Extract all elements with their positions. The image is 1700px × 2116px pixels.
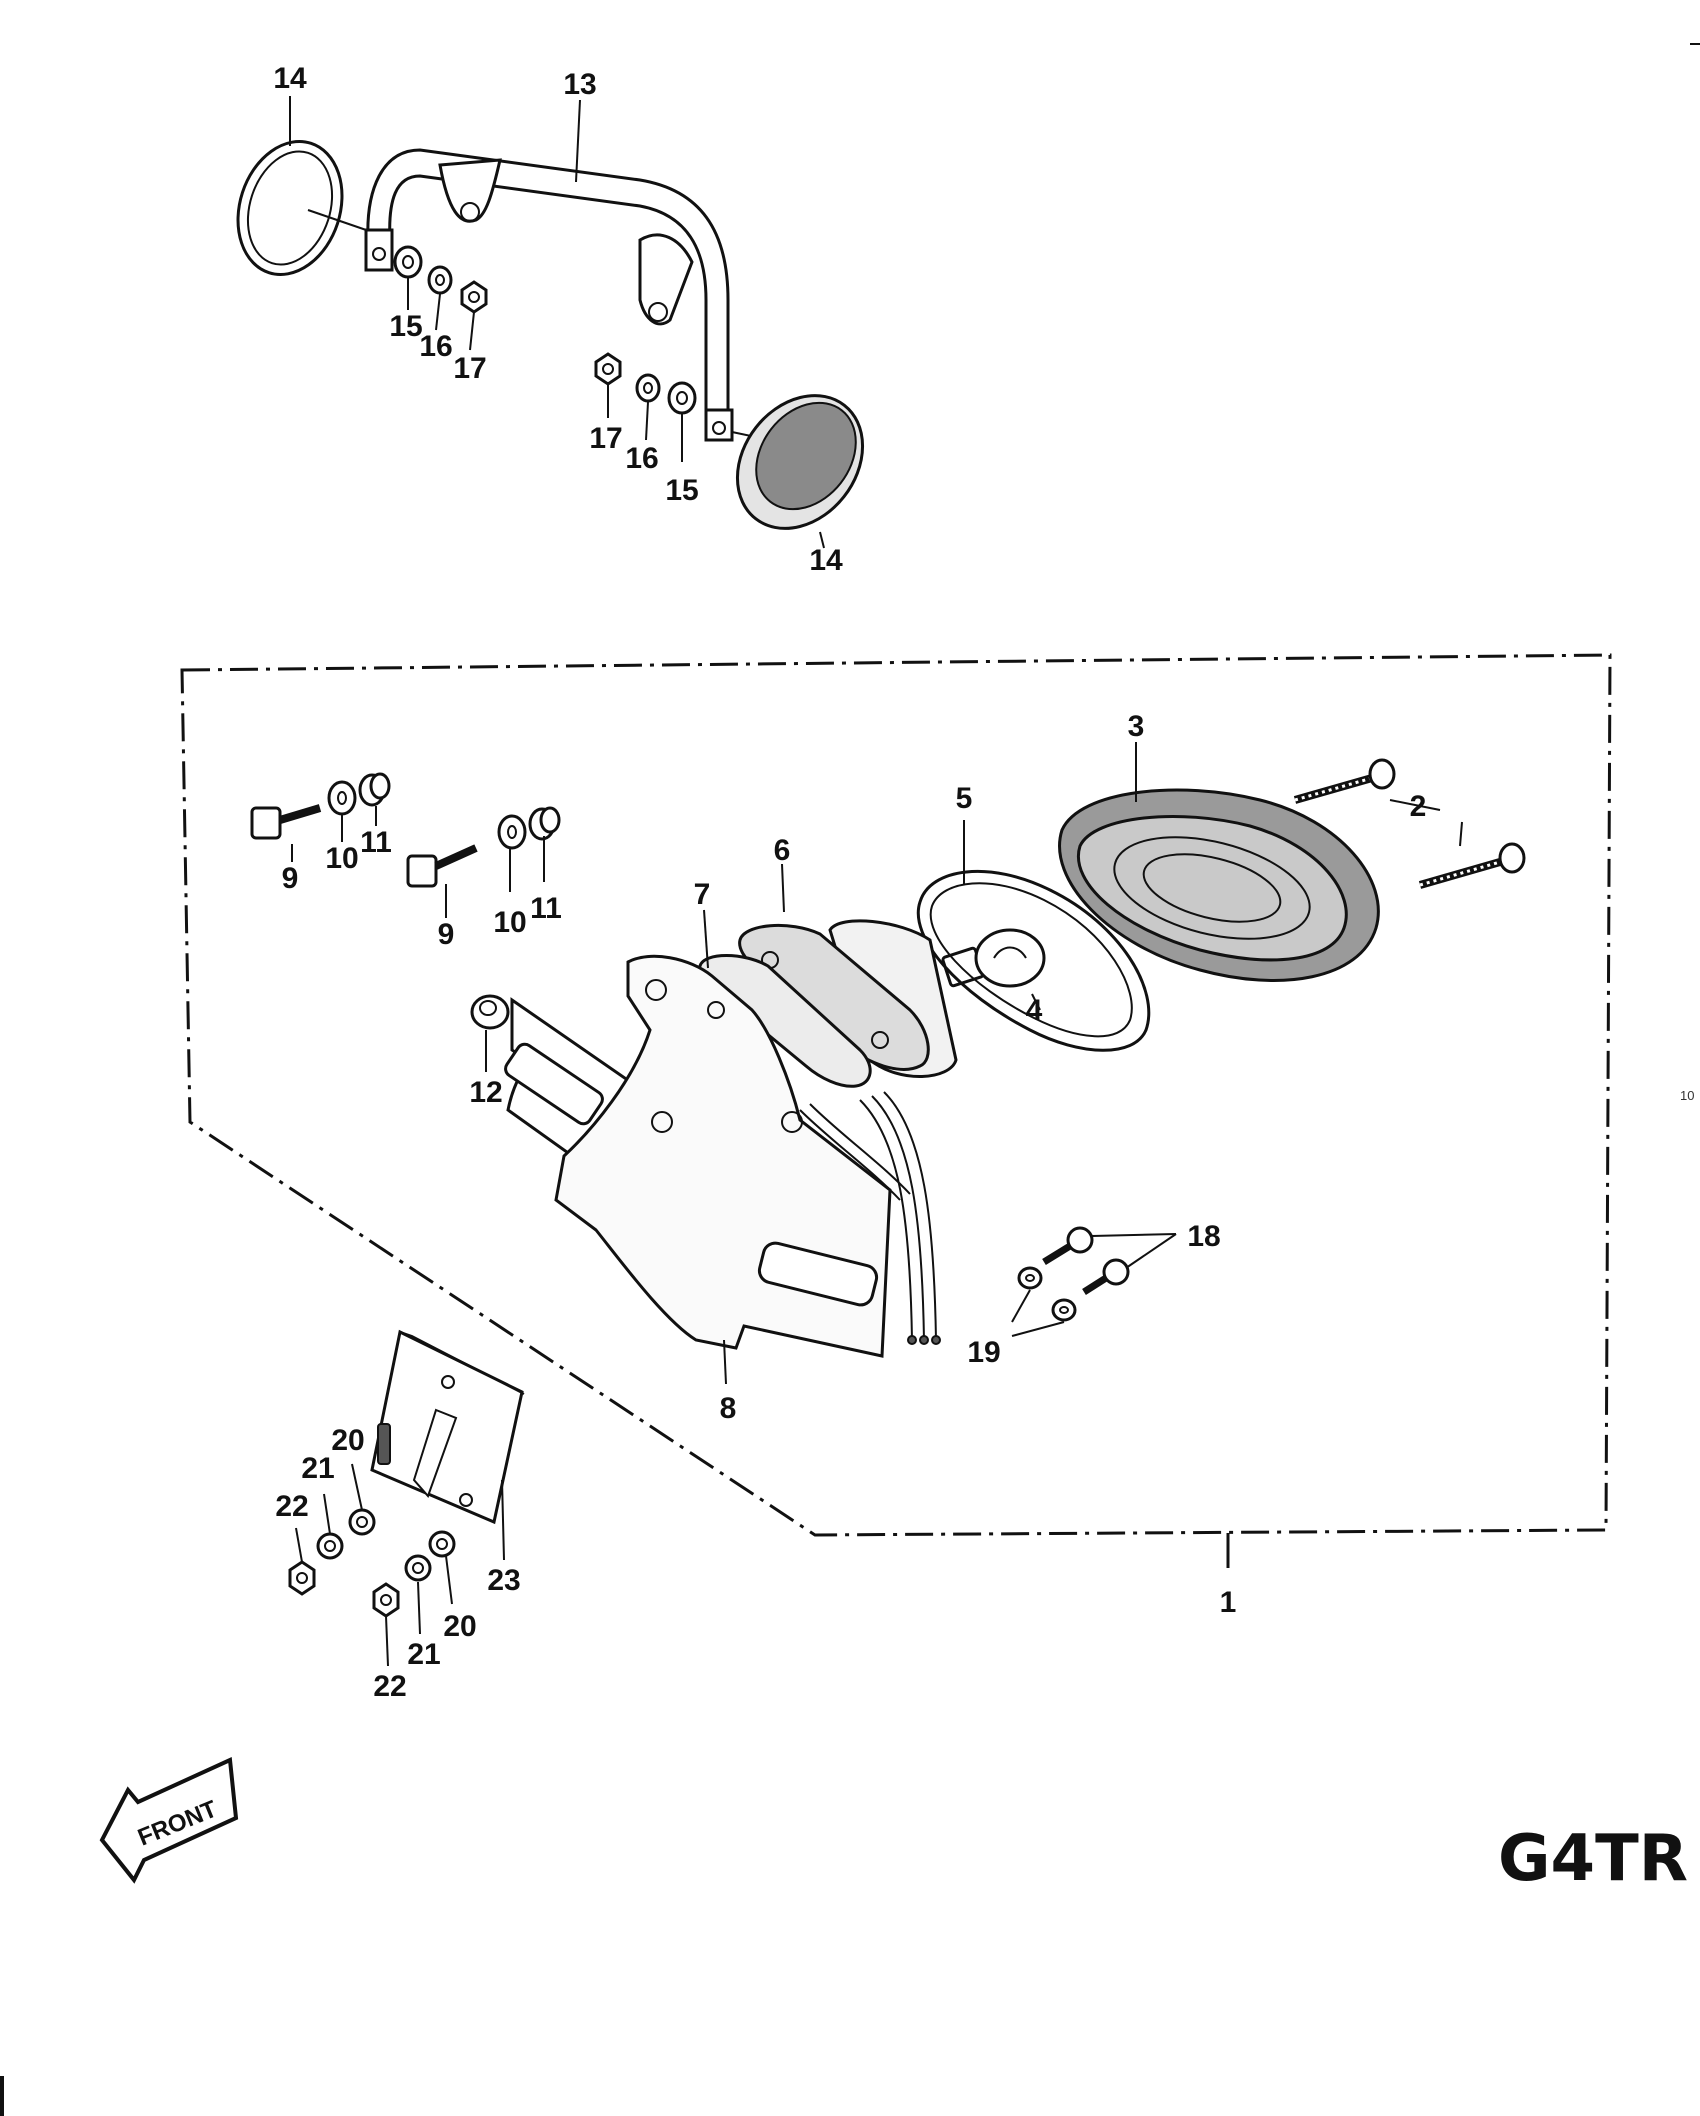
plate-23 — [370, 1329, 525, 1525]
callout-9-upper: 9 — [282, 862, 299, 895]
callout-14-bottom: 14 — [809, 544, 843, 577]
washer-19-upper — [1017, 1266, 1043, 1290]
leader-lines — [289, 96, 1463, 1667]
callout-2: 2 — [1410, 790, 1427, 823]
callout-17-left: 17 — [453, 352, 486, 385]
screw-18-upper — [1042, 1226, 1094, 1265]
collar-11-lower — [528, 806, 561, 841]
callout-6: 6 — [774, 834, 791, 867]
edge-mark: 10 — [1680, 1088, 1694, 1103]
nut-17-right — [594, 352, 622, 386]
callout-10-upper: 10 — [325, 842, 358, 875]
lens-gasket-5 — [916, 870, 1151, 1052]
callout-13: 13 — [563, 68, 596, 101]
callout-9-lower: 9 — [438, 918, 455, 951]
washer-15-right — [667, 381, 697, 415]
callout-21-right: 21 — [407, 1638, 440, 1671]
callout-12: 12 — [469, 1076, 502, 1109]
washer-19-lower — [1051, 1298, 1077, 1322]
callout-5: 5 — [956, 782, 973, 815]
callout-8: 8 — [720, 1392, 737, 1425]
washer-20-right — [428, 1530, 456, 1558]
callout-17-right: 17 — [589, 422, 622, 455]
callout-14-top: 14 — [273, 62, 307, 95]
callout-21-left: 21 — [301, 1452, 334, 1485]
lock-washer-16-right — [635, 373, 661, 403]
callout-10-lower: 10 — [493, 906, 526, 939]
callout-19: 19 — [967, 1336, 1000, 1369]
callout-15-right: 15 — [665, 474, 698, 507]
screw-2-lower — [1418, 842, 1526, 889]
callout-labels: 14 13 15 16 17 17 16 15 14 3 2 5 4 6 7 9… — [273, 62, 1426, 1703]
washer-10-lower — [497, 814, 527, 850]
bolt-9-upper — [250, 804, 322, 840]
nut-12 — [470, 994, 510, 1030]
callout-11-lower: 11 — [530, 892, 562, 925]
washer-20-left — [348, 1508, 376, 1536]
callout-1: 1 — [1220, 1586, 1237, 1619]
screw-18-lower — [1082, 1258, 1130, 1295]
reflector-bracket-assembly — [236, 140, 865, 530]
callout-20-left: 20 — [331, 1424, 364, 1457]
callout-22-left: 22 — [275, 1490, 308, 1523]
callout-4: 4 — [1026, 994, 1043, 1027]
lock-washer-21-right — [404, 1554, 432, 1582]
tail-lens-3 — [1058, 788, 1380, 982]
callout-23: 23 — [487, 1564, 520, 1597]
callout-20-right: 20 — [443, 1610, 476, 1643]
callout-15-left: 15 — [389, 310, 422, 343]
callout-16-right: 16 — [625, 442, 658, 475]
assembly-boundary-1 — [180, 653, 1612, 1537]
callout-3: 3 — [1128, 710, 1145, 743]
reflector-right — [731, 394, 865, 530]
bolt-9-lower — [406, 844, 478, 888]
front-arrow: FRONT — [99, 1757, 239, 1884]
callout-11-upper: 11 — [360, 826, 392, 859]
nut-22-left — [288, 1560, 316, 1596]
callout-18: 18 — [1187, 1220, 1220, 1253]
reflector-left — [236, 140, 373, 276]
nut-22-right — [372, 1582, 400, 1618]
lock-washer-16-left — [427, 265, 453, 295]
washer-15-left — [393, 245, 423, 279]
callout-16-left: 16 — [419, 330, 452, 363]
diagram-code: G4TR — [1498, 1822, 1688, 1896]
lock-washer-21-left — [316, 1532, 344, 1560]
reflector-stay — [364, 148, 734, 442]
nut-17-left — [460, 280, 488, 314]
license-bracket-8 — [504, 954, 941, 1358]
callout-22-right: 22 — [373, 1670, 406, 1703]
washer-10-upper — [327, 780, 357, 816]
callout-7: 7 — [694, 878, 711, 911]
collar-11-upper — [358, 772, 391, 807]
screw-2-upper — [1293, 758, 1396, 804]
